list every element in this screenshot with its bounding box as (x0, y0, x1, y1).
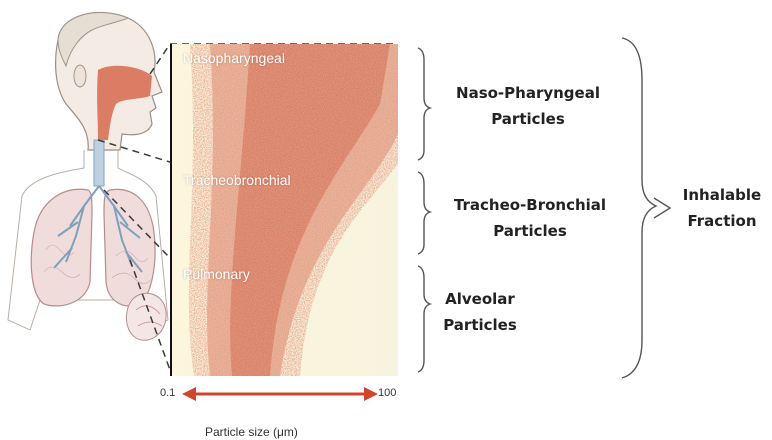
braces (417, 37, 658, 379)
brace-tracheobronchial (417, 171, 433, 255)
alveolus-detail (126, 292, 167, 341)
label-inhalable-line2: Fraction (687, 212, 757, 230)
alveoli-texture (43, 244, 151, 284)
axis-title: Particle size (μm) (205, 425, 298, 439)
label-tracheo-line1: Tracheo-Bronchial (453, 196, 607, 214)
brace-alveolar (417, 265, 433, 373)
label-inhalable-fraction: Inhalable Fraction (672, 182, 772, 234)
left-lung (30, 188, 93, 307)
bronchi (53, 185, 143, 273)
brace-nasopharyngeal (417, 47, 433, 161)
brace-inhalable (621, 37, 658, 379)
label-naso-line2: Particles (491, 110, 565, 128)
deposition-panel (170, 44, 398, 376)
region-label-pulmonary: Pulmonary (183, 266, 250, 282)
label-tracheo-line2: Particles (493, 222, 567, 240)
label-alveolar-line1: Alveolar (445, 290, 515, 308)
label-alveolar: Alveolar Particles (430, 286, 530, 338)
alveolus-detail-vessels (135, 305, 163, 327)
region-label-tracheobronchial: Tracheobronchial (183, 172, 291, 188)
axis-min-label: 0.1 (160, 387, 176, 399)
arrow-head-left (182, 387, 196, 401)
axis-max-label: 100 (378, 387, 397, 399)
label-naso-line1: Naso-Pharyngeal (456, 84, 600, 102)
connector-nasopharyngeal-top (149, 43, 171, 75)
ear (73, 64, 87, 88)
region-label-nasopharyngeal: Nasopharyngeal (183, 50, 285, 66)
inhalable-pointer (653, 197, 672, 219)
arrow-head-right (364, 387, 378, 401)
particle-size-arrow (182, 387, 378, 401)
nasopharynx (97, 65, 152, 140)
respiratory-tract-illustration (7, 11, 169, 341)
connector-pulmonary-bottom (129, 259, 171, 371)
hair (57, 12, 130, 68)
deposition-speckle (188, 44, 398, 376)
label-naso-pharyngeal: Naso-Pharyngeal Particles (428, 80, 628, 132)
label-tracheo-bronchial: Tracheo-Bronchial Particles (430, 192, 630, 244)
label-alveolar-line2: Particles (443, 316, 517, 334)
connector-tracheobronchial-bottom (103, 189, 171, 259)
label-inhalable-line1: Inhalable (682, 186, 762, 204)
connector-nasopharyngeal-bottom (97, 139, 171, 163)
